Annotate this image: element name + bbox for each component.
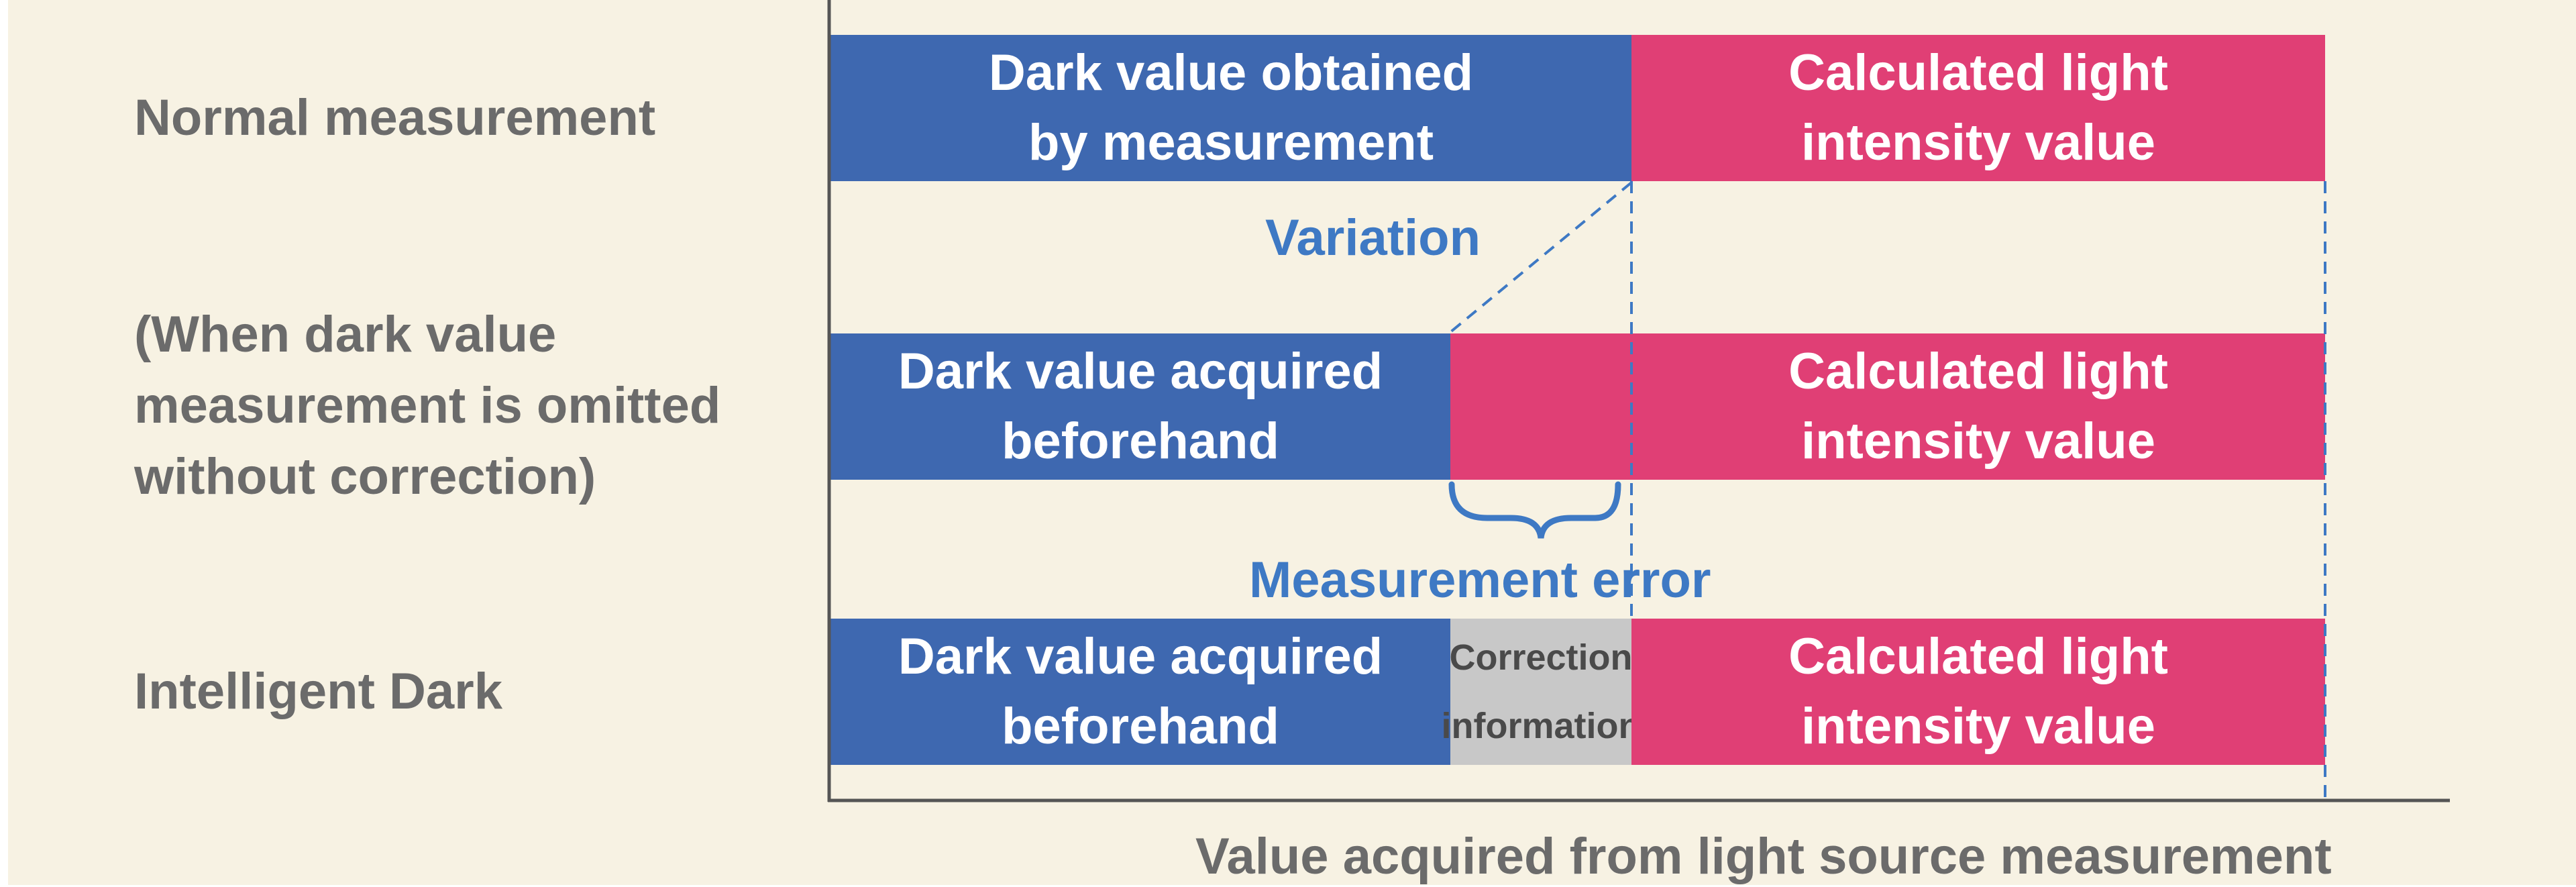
dark-bar-intelligent: Dark value acquired beforehand: [830, 619, 1450, 765]
row-label-uncorrected: (When dark value measurement is omitted …: [134, 306, 721, 505]
light-bar-normal: Calculated light intensity value: [1631, 35, 2325, 181]
dark-bar-normal: Dark value obtained by measurement: [830, 35, 1631, 181]
light-bar-intelligent: Calculated light intensity value: [1631, 619, 2325, 765]
variation-dashed-line: [1449, 181, 1633, 333]
row-label-normal: Normal measurement: [134, 89, 656, 146]
x-axis-title: Value acquired from light source measure…: [1195, 828, 2332, 885]
measurement-error-brace: [1448, 481, 1621, 539]
dark-bar-uncorrected: Dark value acquired beforehand: [830, 333, 1450, 480]
diagram-lines: [827, 0, 2450, 802]
row-label-intelligent-dark: Intelligent Dark: [134, 663, 502, 720]
correction-bar-intelligent: Correction information: [1442, 619, 1641, 765]
variation-label: Variation: [1265, 209, 1481, 266]
measurement-error-label: Measurement error: [1249, 552, 1711, 609]
light-bar-uncorrected: Calculated light intensity value: [1450, 333, 2325, 480]
diagram-canvas: Normal measurement (When dark value meas…: [8, 0, 2576, 885]
